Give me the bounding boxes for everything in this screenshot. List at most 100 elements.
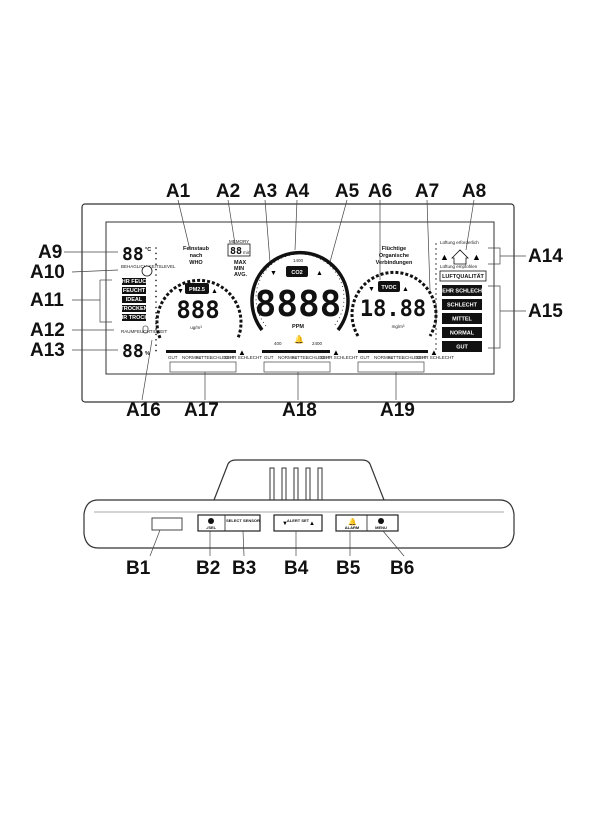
indicator-dot <box>435 328 437 330</box>
indicator-dot <box>155 247 157 249</box>
air-quality-label: LUFTQUALITÄT <box>442 273 484 280</box>
humidity-unit: % <box>145 351 150 357</box>
air-quality-level-label: GUT <box>456 345 468 351</box>
level-bar-label: GUT <box>264 355 274 360</box>
tvoc-digits: 18.88 <box>360 297 426 322</box>
b5-bell-icon: 🔔 <box>348 517 357 526</box>
callout-b3: B3 <box>232 558 256 579</box>
stand <box>213 459 385 501</box>
memory-digits: 88 <box>230 246 242 257</box>
stat-min: MIN <box>234 266 244 272</box>
stat-avg: AVG. <box>234 272 248 278</box>
callout-a18: A18 <box>282 400 317 421</box>
level-bar-label: MITTEL <box>292 355 308 360</box>
house-icon <box>451 249 469 265</box>
indicator-dot <box>435 278 437 280</box>
top-edge-view: -/SEL SELECT SENSOR ▼ ALERT SET ▲ 🔔 ALAR… <box>83 459 515 579</box>
pm25-digits: 888 <box>176 296 219 324</box>
indicator-dot <box>155 279 157 282</box>
callout-a9: A9 <box>38 242 62 263</box>
callout-a16: A16 <box>126 400 161 421</box>
indicator-dot <box>155 349 157 352</box>
bell-icon: 🔔 <box>294 335 304 344</box>
pm25-heading-2: nach <box>190 253 203 259</box>
indicator-dot <box>155 306 157 309</box>
co2-digits: 8888 <box>255 284 342 325</box>
co2-left-value: 400 <box>274 341 282 346</box>
indicator-dot <box>435 253 437 255</box>
level-bar-label: SCHLECHT <box>306 355 331 360</box>
callout-a10: A10 <box>30 262 65 283</box>
indicator-dot <box>435 343 437 345</box>
air-quality-box <box>439 270 487 282</box>
indicator-dot <box>155 295 157 298</box>
air-quality-level-label: NORMAL <box>450 331 475 337</box>
indicator-dot <box>435 248 437 250</box>
callout-a14: A14 <box>528 246 563 267</box>
comfort-face-icon <box>141 265 153 277</box>
indicator-dot <box>155 339 157 341</box>
tvoc-badge <box>378 281 400 292</box>
leader-lines-buttons <box>149 529 405 557</box>
callout-b4: B4 <box>284 558 309 579</box>
indicator-dot <box>435 338 437 340</box>
pm25-badge <box>185 283 209 294</box>
b3-label: SELECT SENSOR <box>226 518 260 523</box>
co2-gauge: 1400 ▼ CO2 ▲ 8888 PPM 400 2400 🔔 ▲ <box>250 250 350 357</box>
b4-label: ALERT SET <box>287 518 310 523</box>
leader-lines-bottom <box>141 339 425 401</box>
humidity-level-label: TROCKEN <box>120 306 147 312</box>
display-screen <box>105 221 495 375</box>
memory-box <box>227 243 251 257</box>
indicator-dot <box>155 285 157 287</box>
b6-label: MENU <box>375 525 387 530</box>
callout-a6: A6 <box>368 181 392 202</box>
humidity-level-box <box>122 296 146 303</box>
indicator-dot <box>435 288 437 290</box>
b6-menu-icon <box>378 518 384 524</box>
humidity-level-box <box>122 305 146 312</box>
level-bar-label: GUT <box>360 355 370 360</box>
air-quality-level-label: SEHR SCHLECHT <box>439 289 486 295</box>
callout-a2: A2 <box>216 181 240 202</box>
vent-required-icon: ▲ <box>440 252 449 262</box>
right-dot-column <box>435 243 437 350</box>
humidity-level-box <box>122 314 146 321</box>
level-bar-label: SCHLECHT <box>210 355 235 360</box>
tvoc-heading-3: Verbindungen <box>376 260 413 266</box>
tvoc-unit: mg/m³ <box>392 324 405 329</box>
humidity-level-label: SEHR TROCKEN <box>112 315 156 321</box>
air-quality-level-label: MITTEL <box>452 317 472 323</box>
indicator-dot <box>435 333 437 335</box>
callout-a11: A11 <box>30 290 64 311</box>
level-bar-label: MITTEL <box>196 355 212 360</box>
air-quality-level-box <box>442 341 482 352</box>
b2-b3-button[interactable] <box>197 514 261 532</box>
temperature-digits: 88 <box>122 244 144 265</box>
co2-warning-icon: ▲ <box>332 348 340 357</box>
indicator-dot <box>155 312 157 314</box>
leader-lines-top <box>177 199 475 291</box>
indicator-dot <box>435 273 437 275</box>
leader-lines-left <box>64 251 119 351</box>
indicator-dot <box>155 344 157 347</box>
indicator-dot <box>435 283 437 285</box>
indicator-dot <box>155 333 157 336</box>
tvoc-badge-text: TVOC <box>381 285 396 291</box>
humidity-level-label: FEUCHT <box>123 288 146 294</box>
air-quality-level-box <box>442 299 482 310</box>
callout-a19: A19 <box>380 400 415 421</box>
tvoc-gauge: Flüchtige Organische Verbindungen ▼ TVOC… <box>350 246 438 357</box>
b4-button[interactable] <box>273 514 323 532</box>
callout-a4: A4 <box>285 181 310 202</box>
left-dot-column <box>155 247 157 352</box>
indicator-dot <box>155 301 157 303</box>
co2-top-value: 1400 <box>293 258 304 263</box>
indicator-dot <box>435 243 437 245</box>
indicator-dot <box>155 268 157 271</box>
co2-level-bar <box>262 350 330 353</box>
pm25-warning-icon: ▲ <box>238 348 246 357</box>
tvoc-arrow-up: ▲ <box>402 286 409 293</box>
